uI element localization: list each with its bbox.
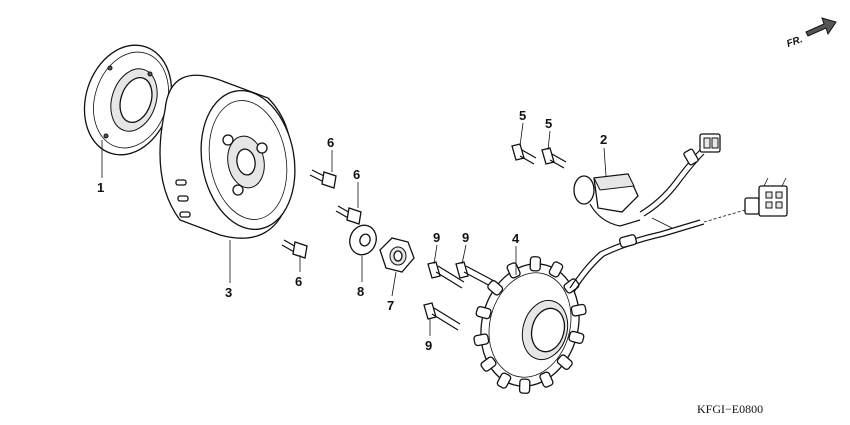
callout-4: 4 [512, 231, 520, 246]
bolt-6-upper[interactable] [309, 169, 337, 189]
callout-2: 2 [600, 132, 607, 147]
callout-8: 8 [357, 284, 364, 299]
stator-pole [556, 354, 573, 370]
bolt-9-left[interactable] [427, 261, 465, 289]
callout-9c: 9 [425, 338, 432, 353]
part-2-pulse-generator[interactable] [573, 133, 721, 229]
part-8-washer[interactable] [346, 221, 381, 258]
stator-pole [480, 356, 497, 372]
bolt-6-middle[interactable] [335, 205, 362, 225]
callout-6c: 6 [295, 274, 302, 289]
leader-lines [101, 122, 607, 336]
stator-pole [539, 371, 554, 388]
callout-3: 3 [225, 285, 232, 300]
callouts: 1 2 3 4 5 5 6 6 6 7 8 9 9 9 [97, 108, 607, 353]
stator-wire-harness [569, 177, 788, 293]
stator-pole [518, 378, 531, 394]
callout-9a: 9 [433, 230, 440, 245]
part-3-flywheel[interactable] [159, 74, 305, 239]
callout-5a: 5 [519, 108, 526, 123]
stator-pole [529, 256, 542, 272]
callout-1: 1 [97, 180, 104, 195]
drawing-code: KFGI−E0800 [697, 402, 763, 416]
stator-pole [475, 305, 492, 320]
stator-pole [473, 333, 490, 347]
callout-5b: 5 [545, 116, 552, 131]
callout-7: 7 [387, 298, 394, 313]
direction-label: FR. [785, 34, 804, 50]
stator-pole [548, 261, 564, 278]
bolt-9-lower[interactable] [423, 302, 461, 331]
callout-6a: 6 [327, 135, 334, 150]
stator-pole [487, 280, 504, 296]
part-1-starter-clutch[interactable] [71, 34, 185, 166]
bolt-6-lower[interactable] [281, 239, 308, 259]
part-7-nut[interactable] [379, 237, 415, 273]
stator-pole [568, 330, 585, 345]
stator-pole [496, 372, 512, 389]
stator-pole [570, 303, 587, 317]
front-direction-indicator: FR. [785, 17, 837, 50]
callout-6b: 6 [353, 167, 360, 182]
part-4-stator[interactable] [468, 253, 593, 398]
stator-pole [506, 262, 521, 279]
bolt-5-left[interactable] [511, 143, 537, 165]
callout-9b: 9 [462, 230, 469, 245]
bolt-5-right[interactable] [541, 147, 567, 169]
